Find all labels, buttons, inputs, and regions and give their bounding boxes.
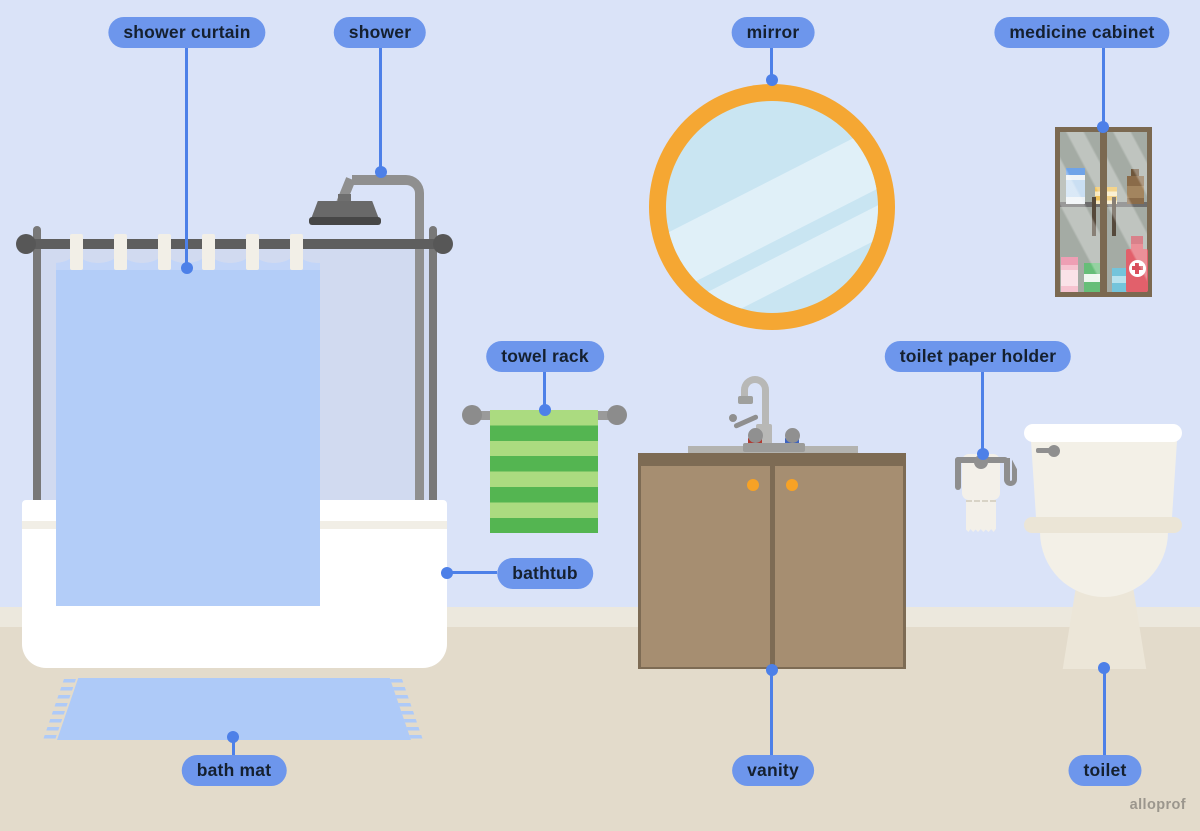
leader-dot-vanity [766,664,778,676]
faucet-lever-knob [729,414,737,422]
hot-water-handle [748,428,763,443]
shower-head [311,201,379,219]
teal-bottle-band [1112,276,1126,283]
leader-dot-shower [375,166,387,178]
label-mirror: mirror [731,17,815,48]
curtain-frame-pole-left [33,226,41,502]
shower-head-faceplate [309,217,381,225]
leader-dot-shower-curtain [181,262,193,274]
bath-mat-body [57,678,411,740]
rod-end-knob [433,234,453,254]
green-bottle-band [1084,274,1104,282]
label-medicine-cabinet: medicine cabinet [994,17,1170,48]
curtain-hook [70,234,83,270]
curtain-frame-pole-right [429,226,437,502]
leader-line-bathtub [447,571,497,574]
leader-dot-bathtub [441,567,453,579]
holder-hook [1004,458,1017,486]
label-toilet-paper-holder: toilet paper holder [884,341,1072,372]
faucet-spout [738,396,753,404]
leader-line-toilet [1103,666,1106,758]
leader-dot-toilet-paper-holder [977,448,989,460]
leader-dot-medicine-cabinet [1097,121,1109,133]
holder-bracket [955,457,961,490]
leader-dot-mirror [766,74,778,86]
faucet-gooseneck [741,376,769,400]
leader-line-shower-curtain [185,46,188,268]
amber-bottle-neck [1131,169,1139,178]
glass-reflection [1060,132,1100,292]
shower-head-connector [338,194,351,203]
label-vanity: vanity [732,755,814,786]
label-towel-rack: towel rack [486,341,604,372]
glass-reflection [1107,132,1147,292]
toilet-tank-lid [1024,424,1182,442]
leader-line-vanity [770,668,773,758]
leader-line-toilet-paper-holder [981,370,984,456]
faucet-deck-plate [743,443,805,452]
white-bottle-cap [1066,168,1085,175]
leader-dot-towel-rack [539,404,551,416]
vanity-door-knob [747,479,759,491]
cold-water-handle [785,428,800,443]
label-toilet: toilet [1068,755,1142,786]
towel-bar-end [607,405,627,425]
first-aid-bottle-cap [1131,236,1143,245]
toilet-pedestal [1062,588,1147,669]
toilet-seat [1024,517,1182,533]
label-shower: shower [333,17,427,48]
leader-dot-bath-mat [227,731,239,743]
medicine-cabinet-handle [1092,197,1096,236]
vanity-door-right [775,466,903,667]
leader-line-medicine-cabinet [1102,46,1105,128]
label-shower-curtain: shower curtain [108,17,266,48]
flush-handle [1036,448,1052,453]
toilet-paper-sheet [966,500,996,532]
leader-line-mirror [770,46,773,82]
towel-bar-end [462,405,482,425]
leader-dot-toilet [1098,662,1110,674]
mirror-glass [666,101,878,313]
amber-bottle-label [1127,186,1144,198]
medicine-cabinet-divider [1100,132,1107,292]
white-bottle-label [1066,180,1085,197]
leader-line-bath-mat [232,735,235,757]
medicine-cabinet-handle [1112,197,1116,236]
curtain-hook [202,234,215,270]
rod-end-knob [16,234,36,254]
first-aid-bottle-neck [1131,244,1143,250]
vanity-door-left [641,466,770,667]
shower-curtain-rod [18,239,446,249]
shower-pipe [352,175,424,502]
curtain-hook [246,234,259,270]
first-aid-cross-icon [1135,263,1139,274]
curtain-hook [158,234,171,270]
curtain-hook [290,234,303,270]
pink-bottle-label [1061,270,1078,286]
label-bathtub: bathtub [497,558,593,589]
vanity-door-knob [786,479,798,491]
label-bath-mat: bath mat [181,755,287,786]
striped-towel [490,410,598,533]
pink-bottle-cap [1061,257,1078,265]
leader-line-towel-rack [543,370,546,412]
leader-line-shower [379,46,382,172]
faucet-riser [762,394,769,434]
curtain-panel [56,270,320,606]
flush-handle-knob [1048,445,1060,457]
curtain-hook [114,234,127,270]
alloprof-watermark: alloprof [1129,797,1186,813]
toilet-bowl [1040,532,1168,597]
